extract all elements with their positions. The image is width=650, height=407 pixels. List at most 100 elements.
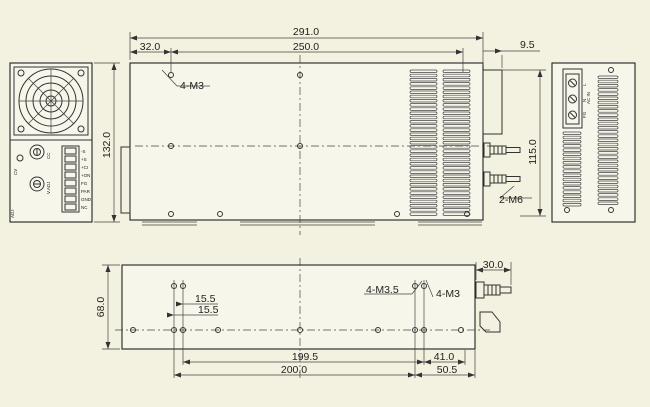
vent-slot [597, 159, 619, 163]
vent-slot [562, 135, 582, 140]
height-dimension: 132.0 [94, 62, 120, 223]
vent-slot [597, 88, 619, 92]
vent-slot [442, 103, 471, 107]
vent-slot [442, 136, 471, 141]
ac-in-label: AC IN [586, 92, 591, 104]
vent-slot [597, 172, 619, 176]
vent-slot [442, 170, 471, 174]
vadj-label: V.ADJ [46, 182, 51, 194]
vent-slot [562, 173, 582, 177]
top-dimensions: 291.0 32.0 250.0 9.5 115.0 [129, 26, 546, 217]
vent-slot [442, 178, 471, 183]
vadj-potentiometer [29, 176, 45, 192]
connector-pin [64, 195, 77, 203]
vent-slot [442, 82, 471, 86]
overall-length: 291.0 [293, 26, 319, 38]
vent-slot [409, 78, 438, 82]
ac-terminal-block [562, 68, 583, 129]
vent-slot [562, 190, 582, 194]
hole-pitch-top: 250.0 [293, 41, 319, 53]
vent-slot [597, 134, 619, 138]
vent-slot [597, 109, 619, 113]
vent-slot [442, 107, 471, 111]
vent-slot [409, 99, 438, 103]
vent-slot [442, 69, 471, 73]
vent-slot [597, 193, 619, 197]
vent-slot [442, 132, 471, 136]
vent-slot [442, 157, 471, 162]
vent-slot [442, 94, 471, 99]
vent-slot [562, 165, 582, 169]
vent-slot [597, 189, 619, 193]
connector-pin [64, 203, 77, 211]
bottom-hole-1: 15.5 [195, 293, 216, 305]
height-value: 132.0 [101, 132, 113, 158]
vent-slot [409, 153, 438, 157]
fan-icon [13, 66, 89, 136]
bottom-screws-callout-b: 4-M3 [436, 288, 460, 300]
connector-pin-label: NC [81, 205, 88, 210]
vent-slot [409, 120, 438, 124]
bottom-offset-1: 41.0 [434, 351, 455, 363]
vent-slot [409, 166, 438, 170]
terminal-depth: 30.0 [483, 259, 504, 271]
connector-pin-label: +CI [81, 165, 88, 170]
vent-slot [562, 131, 582, 135]
vent-slot [597, 176, 619, 180]
vent-slot [442, 199, 471, 204]
bottom-pitch-1: 199.5 [292, 351, 318, 363]
bottom-screws-callout-a: 4-M3.5 [366, 284, 399, 296]
vent-slot [597, 201, 619, 205]
terminal-offset: 9.5 [520, 39, 535, 51]
vent-slot [597, 130, 619, 134]
vent-slot [597, 105, 619, 109]
vent-slot [597, 96, 619, 100]
connector-pin-label: -S [81, 149, 86, 154]
adj-label: ADJ [10, 209, 15, 218]
vent-slot [442, 149, 471, 153]
vent-slot [597, 75, 619, 79]
vent-slot [442, 86, 471, 90]
bottom-hole-2: 15.5 [198, 304, 219, 316]
connector-pin [64, 163, 77, 171]
vent-slot [409, 187, 438, 191]
vent-slot [562, 140, 582, 144]
top-view: 4-M3 2-M6 [120, 55, 532, 235]
vent-slot [409, 162, 438, 166]
vent-slot [562, 194, 582, 198]
vent-slot [442, 115, 471, 120]
vent-slot [562, 152, 582, 156]
vent-slot [562, 198, 582, 203]
connector-pin [64, 147, 77, 155]
vent-slot [442, 195, 471, 199]
vent-slot [597, 117, 619, 121]
vent-slot [597, 180, 619, 184]
side-view-outline [121, 264, 476, 350]
vent-slot [597, 84, 619, 88]
vent-slot [562, 186, 582, 190]
vent-slot [409, 90, 438, 94]
connector-pin-label: +S [81, 157, 87, 162]
vent-slot [442, 90, 471, 94]
vent-slot [409, 69, 438, 73]
vent-slot [409, 136, 438, 141]
vent-slot [597, 151, 619, 155]
vent-slot [442, 124, 471, 128]
connector-pin [64, 187, 77, 195]
vent-slot [409, 124, 438, 128]
vent-slot [409, 86, 438, 90]
vent-slot [409, 174, 438, 178]
vent-slot [409, 199, 438, 204]
connector-pin [64, 171, 77, 179]
connector-pin [64, 179, 77, 187]
vent-slot [597, 126, 619, 130]
vent-slot [597, 121, 619, 126]
cc-potentiometer [29, 144, 45, 160]
vent-slot [409, 157, 438, 162]
terminal-height: 115.0 [527, 139, 539, 165]
vent-slot [409, 94, 438, 99]
vent-slot [597, 168, 619, 172]
